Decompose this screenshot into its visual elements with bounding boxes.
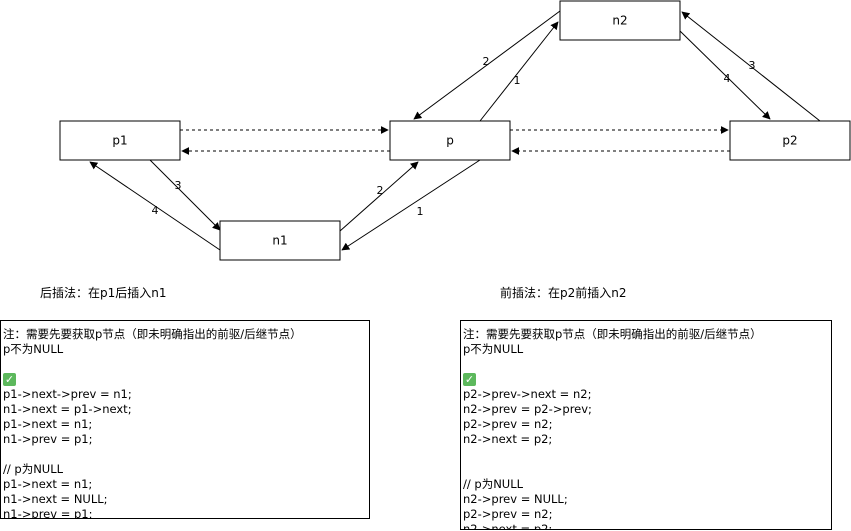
note-line: p2->prev->next = n2; bbox=[463, 387, 592, 401]
node-n1: n1 bbox=[219, 220, 341, 261]
edge-label: 2 bbox=[377, 184, 384, 197]
edge-label: 1 bbox=[417, 205, 424, 218]
edge-n2-to-p bbox=[413, 10, 561, 120]
note-line: p1->next = n1; bbox=[3, 417, 93, 431]
edge-label: 4 bbox=[152, 204, 159, 217]
note-line: p2->prev = n2; bbox=[463, 507, 553, 521]
edge-label: 1 bbox=[514, 74, 521, 87]
note-line: // p为NULL bbox=[463, 477, 524, 491]
check-icon: ✓ bbox=[463, 373, 476, 386]
edge-p2-to-n2 bbox=[681, 11, 821, 122]
note-before-insert: 注：需要先要获取p节点（即未明确指出的前驱/后继节点）p不为NULL✓p2->p… bbox=[460, 320, 832, 530]
note-line bbox=[463, 357, 829, 372]
note-line: p1->next = n1; bbox=[3, 477, 93, 491]
caption-before-insert: 前插法：在p2前插入n2 bbox=[500, 286, 627, 300]
note-line: p1->next->prev = n1; bbox=[3, 387, 132, 401]
edge-p-to-n1 bbox=[341, 159, 481, 251]
edge-label: 3 bbox=[175, 179, 182, 192]
note-line: ✓ bbox=[3, 372, 367, 387]
note-line: n2->next = p2; bbox=[463, 432, 553, 446]
note-line: 注：需要先要获取p节点（即未明确指出的前驱/后继节点） bbox=[463, 327, 762, 341]
note-line: 注：需要先要获取p节点（即未明确指出的前驱/后继节点） bbox=[3, 327, 302, 341]
edge-n1-to-p1 bbox=[89, 161, 221, 251]
note-line: p不为NULL bbox=[3, 342, 64, 356]
edge-label: 2 bbox=[483, 55, 490, 68]
note-line: n1->prev = p1; bbox=[3, 507, 93, 519]
note-line: n2->prev = p2->prev; bbox=[463, 402, 592, 416]
note-line: ✓ bbox=[463, 372, 829, 387]
svg-text:n2: n2 bbox=[612, 14, 627, 28]
note-line bbox=[463, 462, 829, 477]
note-line bbox=[463, 447, 829, 462]
svg-text:p: p bbox=[446, 134, 454, 148]
edge-p1-to-n1 bbox=[149, 159, 221, 231]
edge-n2-to-p2 bbox=[679, 30, 771, 120]
note-line: p2->prev = n2; bbox=[463, 417, 553, 431]
note-line: n1->prev = p1; bbox=[3, 432, 93, 446]
edge-p-to-n2 bbox=[479, 21, 559, 122]
svg-text:n1: n1 bbox=[272, 234, 287, 248]
note-line: n1->next = NULL; bbox=[3, 492, 108, 506]
caption-after-insert: 后插法：在p1后插入n1 bbox=[40, 286, 167, 300]
svg-text:p2: p2 bbox=[782, 134, 797, 148]
node-p: p bbox=[389, 120, 511, 161]
note-line: n2->next = p2; bbox=[463, 522, 553, 530]
node-p1: p1 bbox=[59, 120, 181, 161]
node-p2: p2 bbox=[729, 120, 851, 161]
svg-text:p1: p1 bbox=[112, 134, 127, 148]
note-after-insert: 注：需要先要获取p节点（即未明确指出的前驱/后继节点）p不为NULL✓p1->n… bbox=[0, 320, 370, 519]
check-icon: ✓ bbox=[3, 373, 16, 386]
note-line: n1->next = p1->next; bbox=[3, 402, 132, 416]
edge-n1-to-p bbox=[339, 161, 419, 232]
note-line: // p为NULL bbox=[3, 462, 64, 476]
edge-label: 3 bbox=[749, 59, 756, 72]
note-line bbox=[3, 357, 367, 372]
edge-label: 4 bbox=[724, 72, 731, 85]
note-line: p不为NULL bbox=[463, 342, 524, 356]
node-n2: n2 bbox=[559, 0, 681, 41]
note-line bbox=[3, 447, 367, 462]
note-line: n2->prev = NULL; bbox=[463, 492, 568, 506]
